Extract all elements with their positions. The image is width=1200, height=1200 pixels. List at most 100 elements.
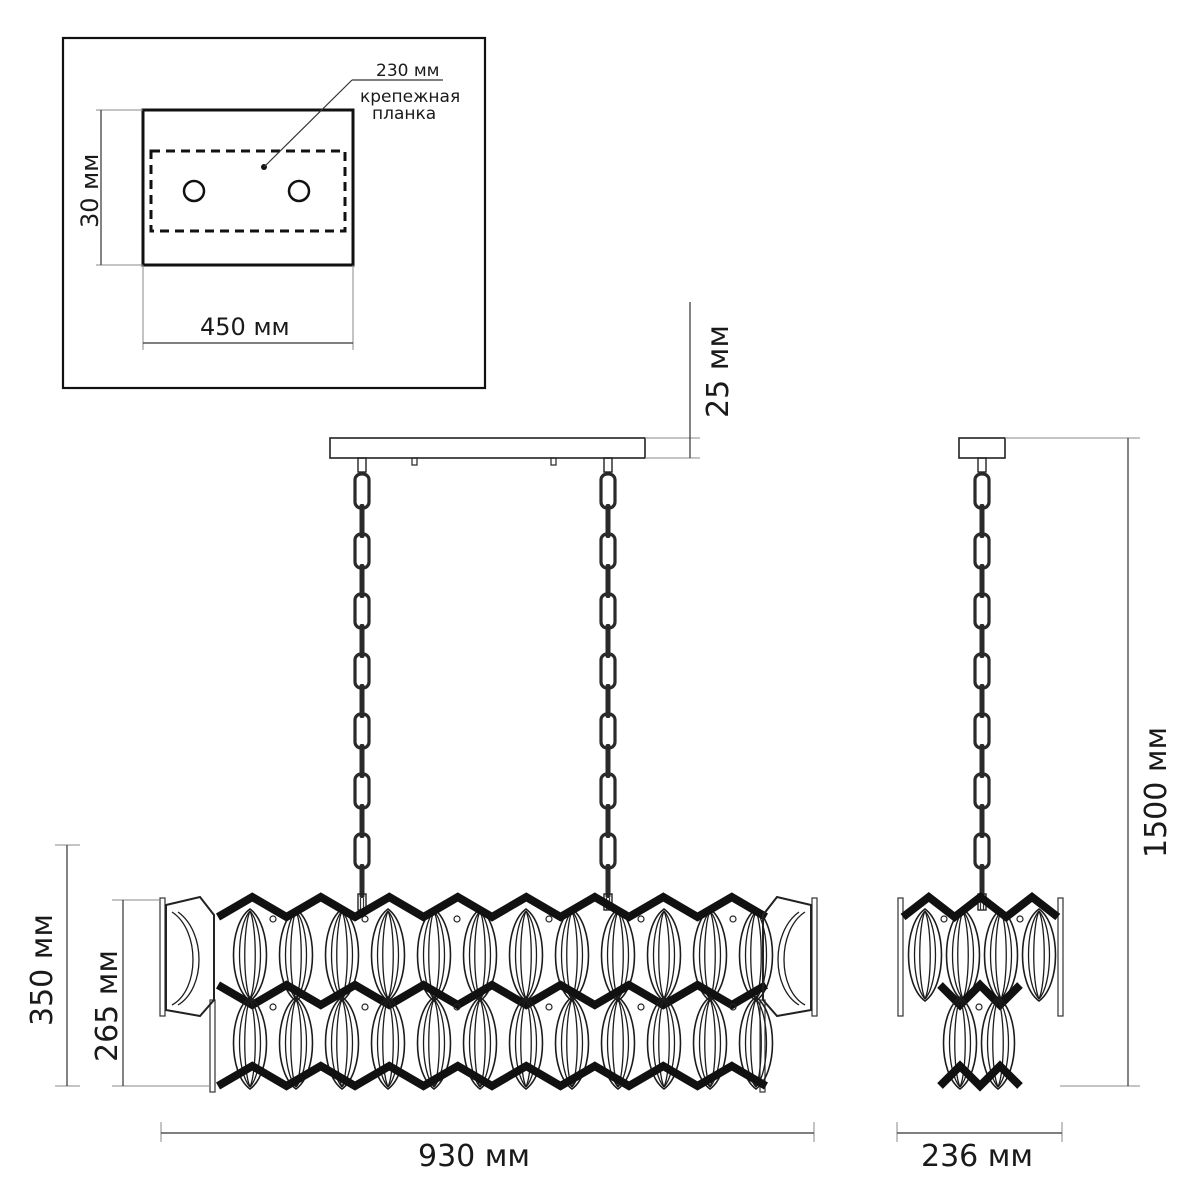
crystal-lens (508, 908, 544, 1002)
chain-link (979, 744, 985, 778)
chain-hook (977, 457, 987, 473)
side-lower-tier (937, 996, 1023, 1092)
front-view: 25 мм (25, 302, 818, 1174)
body-height-label: 350 мм (25, 914, 60, 1026)
pendant-hole (545, 915, 553, 923)
canopy-plate (141, 108, 355, 267)
chain-link (973, 712, 991, 750)
pendant-hole (361, 915, 369, 923)
chain-link (979, 864, 985, 898)
chain-link (979, 684, 985, 718)
chain-link (599, 832, 617, 870)
chain-link (979, 564, 985, 598)
chain-link (973, 832, 991, 870)
chain-link (979, 624, 985, 658)
total-height-label: 1500 мм (1139, 727, 1174, 858)
chain-left (353, 457, 371, 911)
pendant-hole (453, 1003, 461, 1011)
front-width-label: 930 мм (418, 1139, 530, 1174)
chain-link (973, 532, 991, 570)
upper-tier-bottom-edge (215, 980, 769, 1010)
chain-link (973, 772, 991, 810)
side-view: 1500 мм 236 мм (896, 437, 1174, 1174)
chain-link (359, 564, 365, 598)
detail-frame (61, 36, 487, 390)
pendant-hole (637, 1003, 645, 1011)
chain-link (353, 652, 371, 690)
side-canopy (958, 437, 1006, 459)
screw-hole-left (182, 179, 206, 203)
crystal-lens (232, 908, 268, 1002)
side-width-label: 236 мм (921, 1139, 1033, 1174)
chain-link (605, 864, 611, 898)
crystal-lens (907, 908, 943, 1002)
crystal-lens (370, 908, 406, 1002)
screw-hole-right (287, 179, 311, 203)
pendant-hole (1016, 915, 1024, 923)
upper-tier (159, 892, 818, 1017)
bracket-label-line2: планка (372, 104, 436, 124)
upper-tier-top-edge (215, 892, 769, 922)
chain-link (353, 592, 371, 630)
pendant-hole (637, 915, 645, 923)
pendant-hole (269, 1003, 277, 1011)
chain-link (359, 744, 365, 778)
chain-link (353, 832, 371, 870)
detail-height-label: 30 мм (76, 154, 104, 228)
chain-link (599, 592, 617, 630)
chain-link (605, 684, 611, 718)
chain-link (599, 532, 617, 570)
chain-link (353, 532, 371, 570)
mounting-bracket (149, 149, 347, 233)
side-upper-tier (897, 891, 1064, 1017)
chain-link (973, 652, 991, 690)
tier-height-label: 265 мм (90, 950, 125, 1062)
chain-link (353, 772, 371, 810)
pendant-hole (940, 915, 948, 923)
lower-tier (209, 996, 774, 1093)
pendant-hole (975, 1003, 983, 1011)
chain-right (599, 457, 617, 911)
chain-link (599, 652, 617, 690)
pendant-hole (545, 1003, 553, 1011)
mount-detail-panel: 230 мм крепежная планка 30 мм 450 мм (61, 36, 487, 390)
chain-link (605, 624, 611, 658)
canopy-height-label: 25 мм (701, 325, 736, 418)
chain-link (973, 592, 991, 630)
leader-line (263, 79, 353, 168)
detail-width-label: 450 мм (200, 313, 290, 341)
pendant-hole (361, 1003, 369, 1011)
chain-link (599, 772, 617, 810)
crystal-lens (646, 908, 682, 1002)
chain-link (599, 712, 617, 750)
chain-link (605, 504, 611, 538)
chain-link (359, 504, 365, 538)
pendant-hole (269, 915, 277, 923)
chain-link (979, 504, 985, 538)
chain-link (605, 564, 611, 598)
end-panel-left (165, 895, 215, 1018)
chain-hook (357, 457, 367, 473)
chain-link (599, 472, 617, 510)
pendant-hole (453, 915, 461, 923)
lower-tier-bottom-edge (215, 1061, 769, 1091)
front-canopy (329, 437, 646, 459)
pendant-hole (729, 915, 737, 923)
bracket-size-label: 230 мм (376, 61, 440, 81)
pendant-hole (729, 1003, 737, 1011)
chain-link (353, 472, 371, 510)
chain-link (359, 684, 365, 718)
chain-link (605, 744, 611, 778)
side-chain (973, 457, 991, 911)
chain-link (979, 804, 985, 838)
chain-link (359, 804, 365, 838)
chain-link (605, 804, 611, 838)
crystal-lens (1021, 908, 1057, 1002)
chain-hook (603, 457, 613, 473)
chain-link (359, 864, 365, 898)
bracket-label-line1: крепежная (360, 87, 460, 107)
chain-link (353, 712, 371, 750)
chain-link (359, 624, 365, 658)
end-panel-right (762, 895, 812, 1018)
